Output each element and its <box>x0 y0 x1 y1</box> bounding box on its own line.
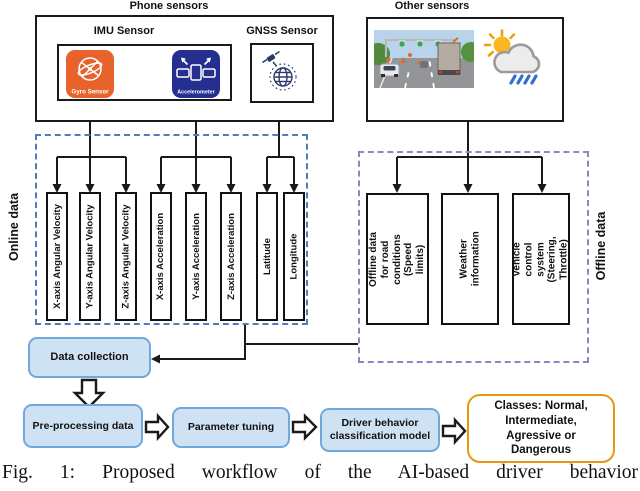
flow-arrow-right-2-icon <box>291 413 318 441</box>
online-box-z-angular-velocity: Z-axis Angular Velocity <box>115 192 137 321</box>
gyro-sensor-icon: Gyro Sensor <box>66 50 114 98</box>
offline-box-vehicle-control: Vehicle control system (Steering, Thrott… <box>512 193 570 325</box>
classifier-line-2: classification model <box>329 430 431 442</box>
flow-arrow-down-icon <box>72 378 106 409</box>
offline-data-box <box>358 151 589 363</box>
classifier-box: Driver behavior classification model <box>320 408 440 452</box>
online-box-x-acceleration: X-axis Acceleration <box>150 192 172 321</box>
classes-line-4: Dangerous <box>510 444 572 457</box>
online-box-longitude: Longitude <box>283 192 305 321</box>
traffic-scene-image <box>374 30 474 88</box>
online-data-label: Online data <box>7 192 21 262</box>
accelerometer-icon: Accelerometer <box>172 50 220 98</box>
phone-sensors-title: Phone sensors <box>129 0 209 12</box>
classes-line-1: Classes: Normal, <box>494 400 588 413</box>
gnss-globe-icon <box>262 50 297 91</box>
offline-box-road-conditions: Offline data for road conditions (Speed … <box>366 193 429 325</box>
online-box-latitude: Latitude <box>256 192 278 321</box>
arrowheads <box>52 184 547 364</box>
data-collection-box: Data collection <box>28 337 151 378</box>
online-box-x-angular-velocity: X-axis Angular Velocity <box>46 192 68 321</box>
online-box-z-acceleration: Z-axis Acceleration <box>220 192 242 321</box>
classes-box: Classes: Normal, Intermediate, Agressive… <box>467 394 615 463</box>
classes-line-3: Agressive or <box>506 429 576 442</box>
accelerometer-caption: Accelerometer <box>177 90 215 96</box>
online-box-y-acceleration: Y-axis Acceleration <box>185 192 207 321</box>
imu-sensor-title: IMU Sensor <box>93 25 155 37</box>
parameter-tuning-box: Parameter tuning <box>172 407 290 448</box>
gnss-sensor-box <box>250 43 314 103</box>
other-sensors-title: Other sensors <box>394 0 470 12</box>
offline-data-label: Offline data <box>594 211 608 281</box>
online-data-box <box>35 134 308 325</box>
flow-arrow-right-3-icon <box>441 416 467 446</box>
classifier-line-1: Driver behavior <box>341 417 419 430</box>
weather-icon <box>482 28 546 88</box>
gyro-caption: Gyro Sensor <box>71 89 109 96</box>
flow-arrow-right-1-icon <box>144 412 170 442</box>
gnss-sensor-title: GNSS Sensor <box>246 25 318 37</box>
figure-caption: Fig. 1: Proposed workflow of the AI-base… <box>2 462 638 483</box>
classes-line-2: Intermediate, <box>505 414 577 427</box>
offline-box-weather: Weather information <box>441 193 499 325</box>
preprocessing-box: Pre-processing data <box>23 404 143 448</box>
online-box-y-angular-velocity: Y-axis Angular Velocity <box>79 192 101 321</box>
